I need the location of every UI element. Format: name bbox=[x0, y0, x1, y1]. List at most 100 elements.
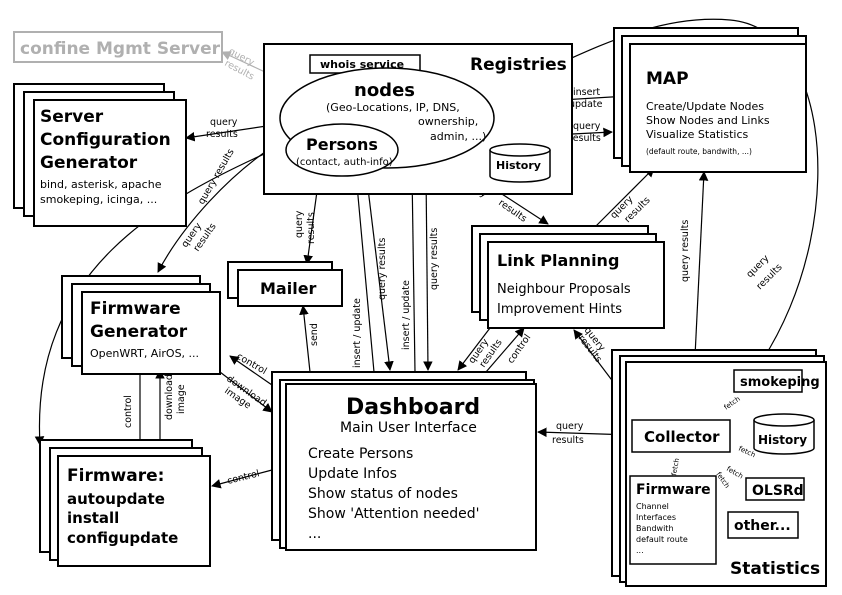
mgmt-server-label: confine Mgmt Server bbox=[20, 39, 221, 59]
firmware-line-1: autoupdate bbox=[67, 490, 165, 508]
mailer-title: Mailer bbox=[260, 279, 317, 298]
collector-box bbox=[631, 419, 731, 453]
label-mailer-send: send bbox=[309, 323, 320, 346]
firmware-generator-title-1: Firmware bbox=[90, 299, 181, 319]
dashboard-title: Dashboard bbox=[346, 395, 480, 420]
link-planning-node: Link Planning Neighbour Proposals Improv… bbox=[471, 225, 665, 329]
server-config-detail-2: smokeping, icinga, ... bbox=[40, 193, 157, 206]
registries-history-label: History bbox=[496, 159, 541, 172]
firmware-generator-title-2: Generator bbox=[90, 322, 188, 342]
dashboard-item-5: ... bbox=[308, 526, 321, 542]
map-line-2: Show Nodes and Links bbox=[646, 114, 770, 127]
label-map-query: query bbox=[573, 121, 601, 132]
dashboard-node: Dashboard Main User Interface Create Per… bbox=[271, 371, 537, 551]
label-colmap-query-results: query results bbox=[680, 220, 691, 282]
label-collector-results: results bbox=[552, 435, 584, 446]
statistics-history-label: History bbox=[758, 433, 807, 447]
label-map-results: results bbox=[569, 133, 601, 144]
other-box bbox=[727, 511, 799, 539]
edge-dashboard-mailer bbox=[299, 305, 311, 373]
firmware-node: Firmware: autoupdate install configupdat… bbox=[39, 439, 211, 567]
label-persons-query-results: query results bbox=[377, 238, 388, 300]
edge-dashboard-fwgen bbox=[229, 355, 273, 386]
nodes-detail-1: (Geo-Locations, IP, DNS, bbox=[326, 101, 460, 114]
persons-title: Persons bbox=[306, 135, 378, 154]
edge-linkplanning-dashboard bbox=[457, 327, 491, 371]
mailer-node: Mailer bbox=[227, 261, 343, 307]
label-fwgen-control: control bbox=[235, 351, 269, 377]
stats-firmware-item-5: ... bbox=[636, 546, 644, 555]
registries-group: Registries whois service nodes (Geo-Loca… bbox=[263, 43, 573, 195]
firmware-generator-node: Firmware Generator OpenWRT, AirOS, ... bbox=[61, 275, 221, 375]
dashboard-item-4: Show 'Attention needed' bbox=[308, 506, 479, 522]
registries-history-db: History bbox=[489, 143, 551, 183]
edge-dashboard-linkplanning bbox=[485, 327, 525, 373]
map-line-4: (default route, bandwith, ...) bbox=[646, 147, 752, 156]
label-mailer-query: query bbox=[294, 210, 305, 238]
stats-firmware-box bbox=[629, 475, 717, 565]
collector-label: Collector bbox=[644, 428, 720, 446]
edge-dashboard-firmware bbox=[211, 469, 273, 489]
server-config-title-3: Generator bbox=[40, 153, 138, 173]
stats-firmware-item-2: Interfaces bbox=[636, 513, 676, 522]
dashboard-item-3: Show status of nodes bbox=[308, 486, 458, 502]
edge-persons-dashboard bbox=[365, 171, 394, 371]
map-title: MAP bbox=[646, 69, 689, 89]
dashboard-subtitle: Main User Interface bbox=[340, 420, 477, 436]
stats-firmware-item-1: Channel bbox=[636, 502, 669, 511]
firmware-line-2: install bbox=[67, 509, 119, 527]
label-persons-insert-update: insert / update bbox=[352, 298, 363, 368]
smokeping-label: smokeping bbox=[740, 375, 820, 390]
edge-nodes-firmware bbox=[34, 145, 283, 446]
label-lpdash-control: control bbox=[505, 332, 533, 365]
label-map-insert: insert bbox=[573, 87, 600, 98]
label-fw-download: download bbox=[164, 374, 175, 420]
persons-ellipse bbox=[285, 123, 399, 177]
label-map-update: update bbox=[569, 99, 603, 110]
stats-firmware-title: Firmware bbox=[636, 482, 711, 498]
label-serverconfig-query: query bbox=[210, 117, 238, 128]
edge-nodes-mailer bbox=[303, 183, 319, 265]
server-config-generator-node: Server Configuration Generator bind, ast… bbox=[13, 83, 187, 227]
map-node: MAP Create/Update Nodes Show Nodes and L… bbox=[613, 27, 807, 173]
mgmt-server-node: confine Mgmt Server bbox=[13, 31, 223, 63]
label-collector-query: query bbox=[556, 421, 584, 432]
edge-dashboard-nodes bbox=[407, 171, 417, 373]
map-line-3: Visualize Statistics bbox=[646, 128, 748, 141]
edge-nodes-dashboard bbox=[423, 171, 433, 371]
stats-firmware-item-4: default route bbox=[636, 535, 688, 544]
label-nodes-query-results: query results bbox=[429, 228, 440, 290]
dashboard-item-1: Create Persons bbox=[308, 446, 413, 462]
statistics-history-db: History bbox=[753, 413, 815, 455]
label-firmware-query-results: query results bbox=[196, 147, 237, 206]
mgmt-server-box bbox=[13, 31, 223, 63]
label-fw-image: image bbox=[176, 384, 187, 414]
firmware-generator-detail: OpenWRT, AirOS, ... bbox=[90, 347, 199, 360]
registries-title: Registries bbox=[470, 55, 567, 75]
map-line-1: Create/Update Nodes bbox=[646, 100, 764, 113]
server-config-title-2: Configuration bbox=[40, 130, 171, 150]
nodes-title: nodes bbox=[354, 80, 415, 101]
dashboard-item-2: Update Infos bbox=[308, 466, 397, 482]
statistics-title: Statistics bbox=[730, 559, 820, 579]
link-planning-line-2: Improvement Hints bbox=[497, 302, 622, 317]
label-fw-control: control bbox=[123, 395, 134, 428]
edge-linkplanning-map bbox=[595, 167, 655, 227]
server-config-title-1: Server bbox=[40, 107, 104, 127]
link-planning-line-1: Neighbour Proposals bbox=[497, 282, 631, 297]
nodes-detail-2: ownership, bbox=[418, 115, 478, 128]
smokeping-box bbox=[733, 369, 803, 393]
label-serverconfig-results: results bbox=[206, 129, 238, 140]
label-mailer-results: results bbox=[306, 212, 317, 244]
persons-detail: (contact, auth-info) bbox=[296, 157, 393, 168]
server-config-detail-1: bind, asterisk, apache bbox=[40, 178, 162, 191]
olsrd-box bbox=[745, 477, 805, 501]
link-planning-title: Link Planning bbox=[497, 251, 619, 270]
label-firmware-control: control bbox=[226, 468, 261, 487]
nodes-detail-3: admin, ...) bbox=[430, 130, 486, 143]
firmware-title: Firmware: bbox=[67, 466, 164, 486]
edge-fwgen-dashboard bbox=[219, 371, 273, 413]
label-nodes-insert-update: insert / update bbox=[401, 280, 412, 350]
firmware-line-3: configupdate bbox=[67, 529, 178, 547]
